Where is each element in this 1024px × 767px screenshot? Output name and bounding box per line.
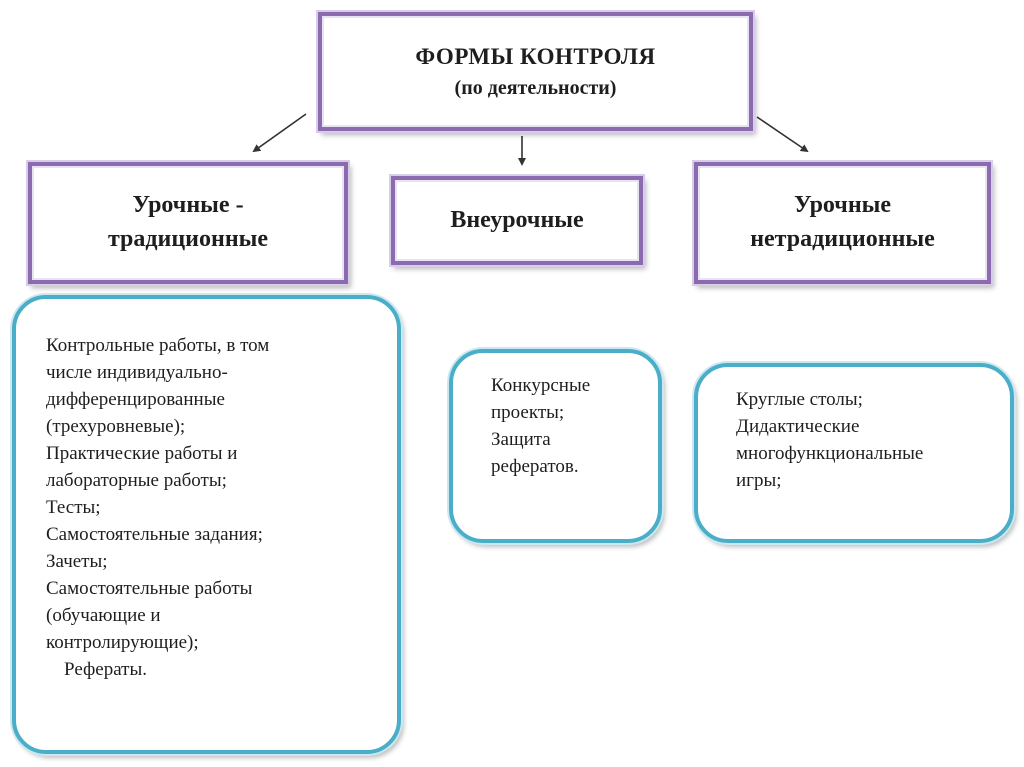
control-forms-root-box: ФОРМЫ КОНТРОЛЯ (по деятельности) xyxy=(318,12,753,131)
arrow-to-right-category xyxy=(756,116,809,153)
list-item: Самостоятельные работы xyxy=(46,577,253,599)
category-extracurricular-label: Внеурочные xyxy=(450,206,584,233)
nontraditional-forms-list: Круглые столы; Дидактические многофункци… xyxy=(694,363,1014,543)
traditional-forms-list: Контрольные работы, в том числе индивиду… xyxy=(12,295,401,754)
category-nontraditional-line1: Урочные xyxy=(793,192,892,219)
list-item: дифференцированные xyxy=(46,388,225,410)
category-nontraditional-lesson: Урочные нетрадиционные xyxy=(694,162,991,284)
category-traditional-lesson: Урочные - традиционные xyxy=(28,162,348,284)
category-traditional-line2: традиционные xyxy=(107,226,269,252)
list-item: (обучающие и xyxy=(46,604,161,626)
list-item: Контрольные работы, в том xyxy=(46,335,270,356)
root-subtitle: (по деятельности) xyxy=(454,76,617,99)
list-item: Тесты; xyxy=(46,496,101,518)
list-item: Круглые столы; xyxy=(736,389,863,410)
list-item: Зачеты; xyxy=(46,550,108,572)
list-item: Защита xyxy=(491,428,551,450)
list-item: (трехуровневые); xyxy=(46,415,186,437)
list-item: проекты; xyxy=(491,401,565,423)
list-item: Практические работы и xyxy=(46,442,238,464)
list-item: числе индивидуально- xyxy=(46,361,228,383)
list-item: игры; xyxy=(736,469,782,491)
extracurricular-forms-list: Конкурсные проекты; Защита рефератов. xyxy=(449,349,662,543)
root-title: ФОРМЫ КОНТРОЛЯ xyxy=(415,44,656,70)
list-item: лабораторные работы; xyxy=(46,469,227,491)
arrow-to-left-category xyxy=(252,113,307,153)
list-item: Дидактические xyxy=(736,415,860,437)
category-extracurricular: Внеурочные xyxy=(391,176,643,265)
list-item: рефератов. xyxy=(491,455,579,477)
list-item: Самостоятельные задания; xyxy=(46,523,263,545)
list-item: многофункциональные xyxy=(736,442,924,464)
category-nontraditional-line2: нетрадиционные xyxy=(750,226,935,252)
list-item: Конкурсные xyxy=(491,375,591,396)
category-traditional-line1: Урочные - xyxy=(132,192,244,219)
list-item: Рефераты. xyxy=(64,658,147,680)
list-item: контролирующие); xyxy=(46,631,199,653)
